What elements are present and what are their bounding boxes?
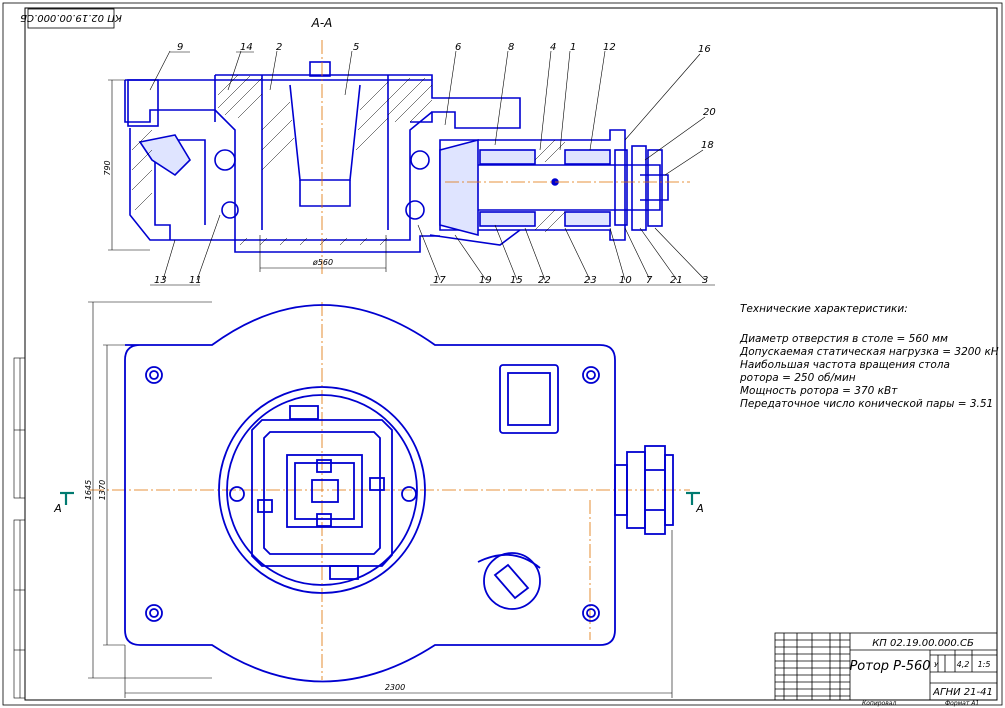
title-doc-code: КП 02.19.00.000.СБ xyxy=(872,638,974,649)
section-label: А-А xyxy=(311,16,333,30)
title-sheet-mark: У xyxy=(934,661,939,669)
title-block xyxy=(774,632,998,701)
callout-16: 16 xyxy=(698,44,711,55)
plan-view xyxy=(124,304,674,683)
callout-13: 13 xyxy=(154,275,167,286)
section-view xyxy=(124,61,669,253)
callout-17: 17 xyxy=(433,275,446,286)
callout-12: 12 xyxy=(603,42,616,53)
callout-9: 9 xyxy=(177,42,183,53)
callout-15: 15 xyxy=(510,275,523,286)
callout-21: 21 xyxy=(670,275,683,286)
callout-22: 22 xyxy=(538,275,551,286)
callout-3: 3 xyxy=(702,275,708,286)
callout-19: 19 xyxy=(479,275,492,286)
spec-line: Мощность ротора = 370 кВт xyxy=(740,385,898,397)
spec-line: Допускаемая статическая нагрузка = 3200 … xyxy=(740,346,999,358)
callout-14: 14 xyxy=(240,42,253,53)
spec-line: Передаточное число конической пары = 3.5… xyxy=(740,398,994,410)
cut-marks xyxy=(60,491,700,505)
callout-7: 7 xyxy=(646,275,653,286)
axis-lines xyxy=(90,40,690,680)
dim-width-total: 2300 xyxy=(385,683,405,692)
top-stamp: КП 02.19.00.000.СБ xyxy=(20,8,122,29)
dim-height-table: 1645 xyxy=(84,480,93,500)
spec-line: Диаметр отверстия в столе = 560 мм xyxy=(740,333,948,345)
dim-height-inner: 1370 xyxy=(98,480,107,500)
callout-20: 20 xyxy=(703,107,716,118)
callout-23: 23 xyxy=(584,275,597,286)
specs-title: Технические характеристики: xyxy=(740,303,908,315)
spec-line: ротора = 250 об/мин xyxy=(740,372,856,384)
callout-8: 8 xyxy=(508,42,514,53)
title-copied: Копировал xyxy=(862,700,896,707)
callout-1: 1 xyxy=(570,42,576,53)
plan-dimensions xyxy=(88,301,673,698)
drawing-frame xyxy=(24,7,998,701)
callout-11: 11 xyxy=(189,275,202,286)
callout-10: 10 xyxy=(619,275,632,286)
dim-bore-diameter: ø560 xyxy=(312,258,333,267)
top-stamp-code: КП 02.19.00.000.СБ xyxy=(20,12,122,23)
callout-2: 2 xyxy=(276,42,282,53)
section-dimensions xyxy=(108,79,387,272)
callout-18: 18 xyxy=(701,140,714,151)
dim-height-section: 790 xyxy=(103,160,112,175)
title-format: Формат А1 xyxy=(945,700,979,707)
title-name: Ротор Р-560 xyxy=(849,659,930,674)
spec-line: Наибольшая частота вращения стола xyxy=(740,359,950,371)
callout-shelves xyxy=(150,51,715,286)
title-org: АГНИ 21-41 xyxy=(932,687,993,698)
section-hatching xyxy=(131,74,566,246)
callout-numbers: 9 14 2 5 6 8 4 1 12 16 20 18 13 11 17 19… xyxy=(154,42,716,286)
title-mass: 4,2 xyxy=(957,660,970,669)
callout-4: 4 xyxy=(550,42,556,53)
callout-5: 5 xyxy=(353,42,359,53)
left-side-strip xyxy=(13,357,26,699)
leader-lines xyxy=(149,50,706,281)
cut-mark-right: А xyxy=(695,502,704,515)
cut-mark-left: А xyxy=(53,502,62,515)
callout-6: 6 xyxy=(455,42,461,53)
title-scale: 1:5 xyxy=(978,660,991,669)
